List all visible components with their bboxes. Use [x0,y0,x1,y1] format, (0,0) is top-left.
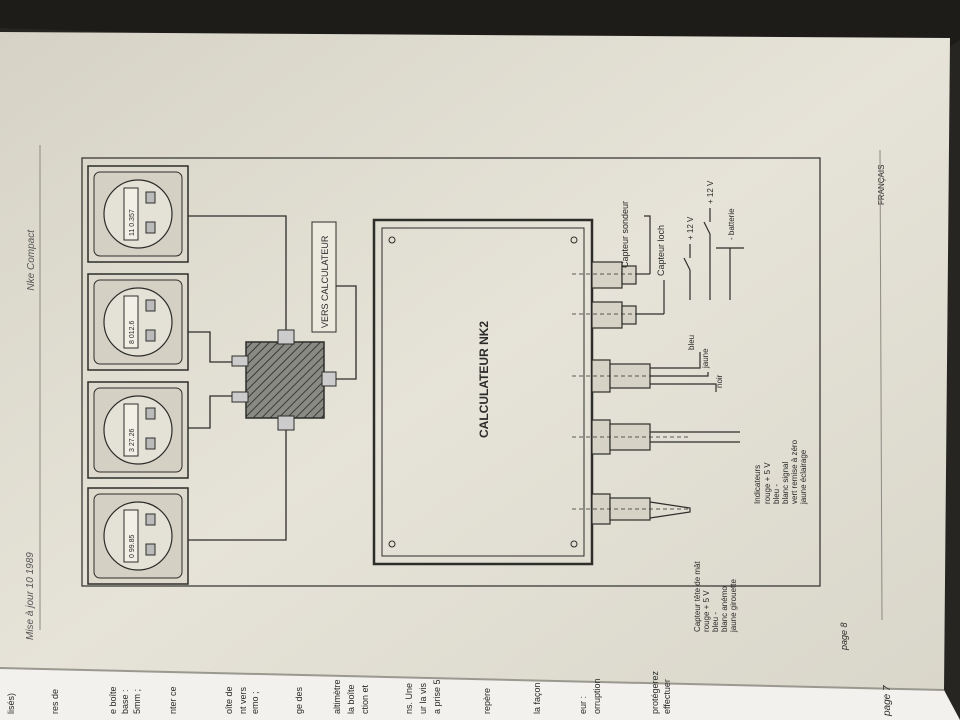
svg-text:ns. Une: ns. Une [404,683,414,714]
display-unit: 0 99.85 [87,487,189,585]
svg-text:emo ;: emo ; [250,691,260,714]
display-reading: 8 012.6 [129,321,136,344]
connectors [572,215,740,525]
display-reading: 11 0.357 [129,209,136,236]
left-page-text: lisés) res de e boîte base : 5mm ; nter … [6,670,672,714]
sensor-sondeur: Capteur sondeur [620,201,630,268]
svg-text:base :: base : [120,689,130,714]
wire-noir: noir [715,374,724,388]
page-header: Nke Compact [26,229,37,291]
junction-label-box [311,221,337,333]
power-plus2: + 12 V [706,180,715,204]
calculator-label: CALCULATEUR NK2 [477,321,491,438]
indicateurs-line: jaune éclairage [799,449,808,505]
power-wiring [683,208,744,300]
diagram-frame [81,157,821,587]
footer-page-left: page 8 [839,622,849,651]
junction-box [231,329,337,431]
svg-text:nter ce: nter ce [168,686,178,714]
header-brand: Nke Compact [26,229,37,291]
svg-text:orruption: orruption [592,678,602,714]
mat-legend: Capteur tête de mât rouge + 5 V bleu - b… [693,561,738,633]
svg-text:5mm ;: 5mm ; [132,689,142,714]
junction-label: VERS CALCULATEUR [320,235,330,328]
left-page [0,668,960,720]
svg-text:ur la vis: ur la vis [418,682,428,714]
indicateurs-line: bleu - [772,484,781,504]
mat-line: bleu - [711,612,720,632]
mat-line: jaune girouette [729,579,738,633]
header-title: Mise à jour 10 1989 [25,552,36,640]
svg-text:la boîte: la boîte [346,684,356,714]
display-unit: 3 27.26 [87,381,189,479]
svg-text:la façon: la façon [532,682,542,714]
mat-line: blanc anémo [720,586,729,632]
indicateurs-legend: Indicateurs rouge + 5 V bleu - blanc sig… [753,439,808,505]
indicateurs-line: blanc signal [781,462,790,504]
sensor-loch: Capteur loch [656,225,666,276]
svg-text:a prise 5: a prise 5 [432,679,442,714]
mat-title: Capteur tête de mât [693,561,702,632]
display-reading: 0 99.85 [129,535,136,558]
footer-page-right: page 7 [882,685,893,717]
display-wires [188,215,287,541]
display-units: 0 99.85 3 27.26 8 012.6 [87,165,189,585]
display-reading: 3 27.26 [129,429,136,452]
svg-text:nt vers: nt vers [238,686,248,714]
svg-text:protégerez: protégerez [650,670,660,714]
svg-text:oîte de: oîte de [224,686,234,714]
power-battery: - batterie [727,208,736,240]
main-page [0,32,950,690]
power-plus1: + 12 V [686,216,695,240]
display-unit: 11 0.357 [87,165,189,263]
svg-text:eur :: eur : [578,696,588,714]
indicateurs-line: vert remise à zéro [790,439,799,504]
svg-text:e boîte: e boîte [108,686,118,714]
wire-jaune: jaune [701,348,710,369]
wire-bleu: bleu [687,335,696,350]
mat-line: rouge + 5 V [702,590,711,632]
calculator-box: CALCULATEUR NK2 [372,218,594,566]
svg-text:effectuer: effectuer [662,679,672,714]
indicateurs-line: rouge + 5 V [763,462,772,504]
indicateurs-title: Indicateurs [753,465,762,504]
svg-text:lisés): lisés) [6,693,16,714]
svg-text:altimètre: altimètre [332,679,342,714]
display-unit: 8 012.6 [87,273,189,371]
svg-text:res de: res de [50,689,60,714]
svg-text:ction et: ction et [360,684,370,714]
footer-language: FRANÇAIS [877,165,886,205]
svg-text:ge des: ge des [294,686,304,714]
svg-text:repère: repère [482,688,492,714]
